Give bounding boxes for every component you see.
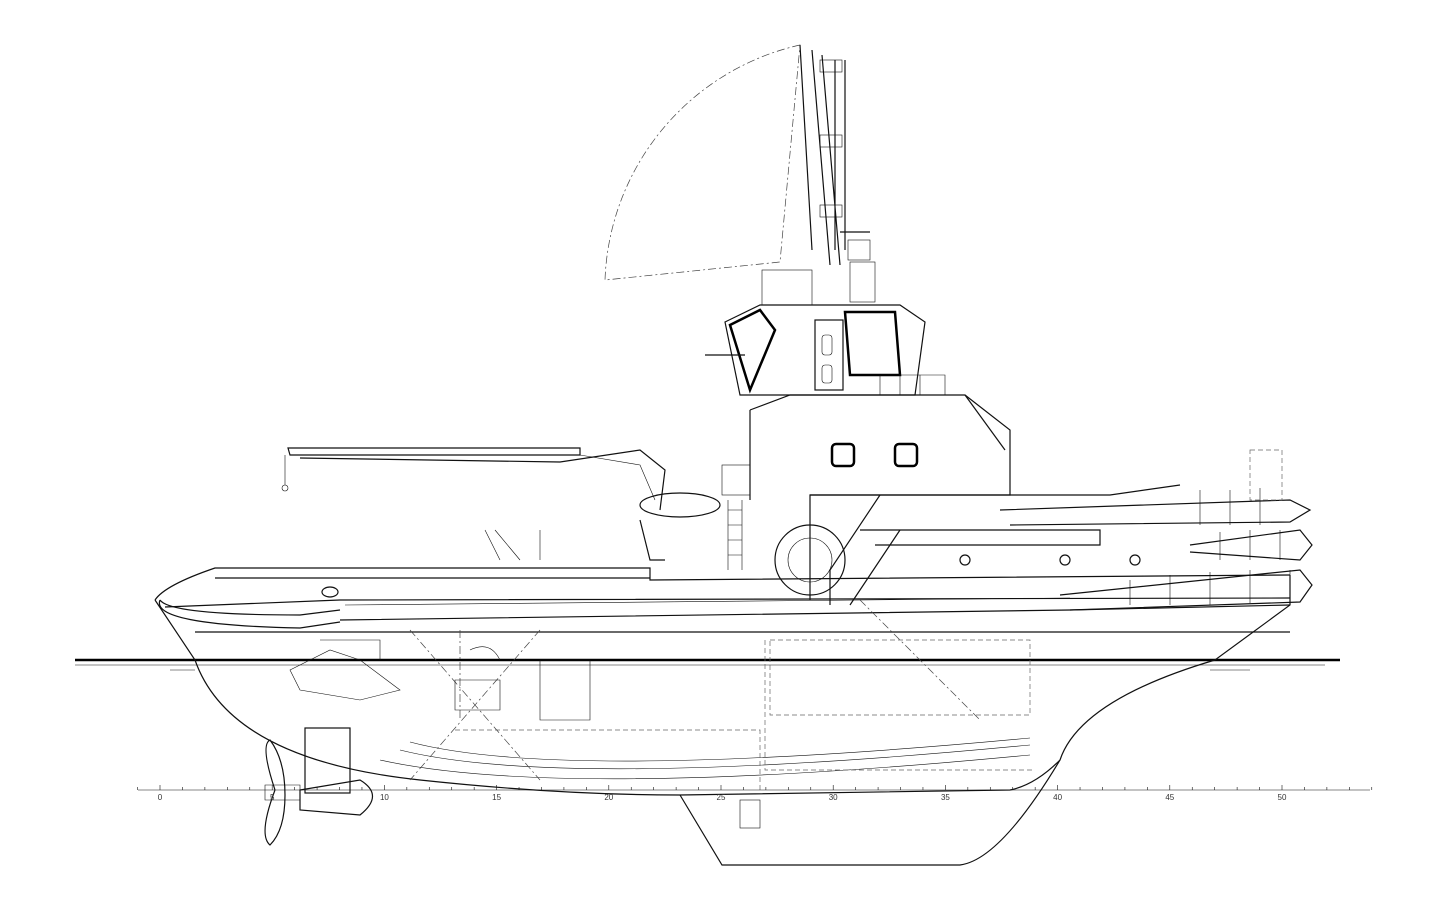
mast-sweep-arc (604, 44, 801, 281)
hull (154, 575, 1291, 866)
frame-label: 20 (604, 793, 613, 802)
mast (799, 44, 871, 266)
frame-label: 40 (1053, 793, 1062, 802)
frame-label: 15 (492, 793, 501, 802)
frame-label: 30 (829, 793, 838, 802)
deck-crane (281, 447, 721, 561)
frame-label: 45 (1165, 793, 1174, 802)
main-deck (154, 529, 1291, 633)
frame-label: 25 (717, 793, 726, 802)
azimuth-thruster (264, 727, 374, 846)
frame-label: 10 (380, 793, 389, 802)
frame-label: 35 (941, 793, 950, 802)
deckhouse (721, 394, 1181, 606)
frame-label: 50 (1278, 793, 1287, 802)
frame-label: 5 (270, 793, 275, 802)
frame-scale: 0 5 10 15 20 25 30 35 40 45 50 (137, 785, 1373, 802)
fenders (158, 449, 1313, 629)
wheelhouse (705, 261, 946, 396)
machinery (289, 639, 591, 721)
frame-label: 0 (158, 793, 163, 802)
